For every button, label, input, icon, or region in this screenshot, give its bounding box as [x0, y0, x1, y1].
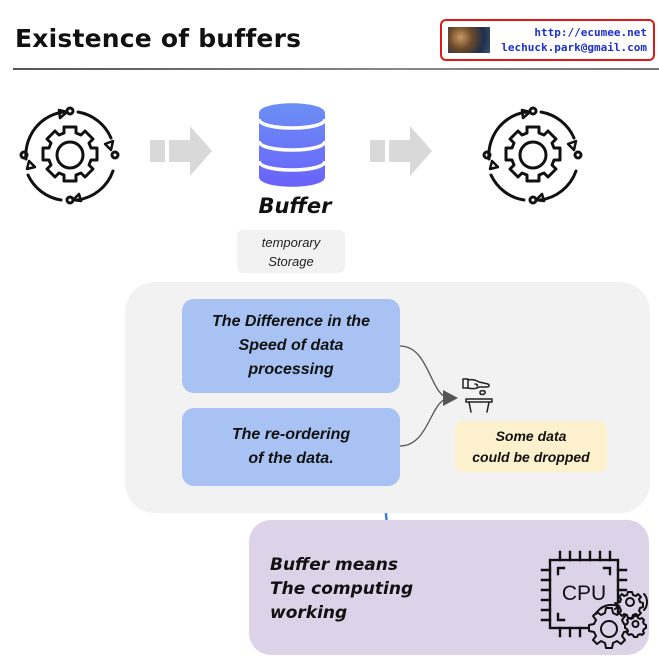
title-divider: [13, 68, 659, 70]
source-process-gear-icon: [15, 103, 125, 217]
connector-speed: [399, 345, 451, 399]
outcome-line1: Some data: [495, 428, 567, 444]
author-thumbnail: [448, 27, 490, 53]
reason-speed-difference: The Difference in the Speed of data proc…: [182, 299, 400, 393]
page-title: Existence of buffers: [15, 24, 302, 53]
target-process-gear-icon: [478, 103, 588, 217]
reason-line: Speed of data: [238, 337, 344, 354]
right-arrow-icon: [150, 124, 212, 180]
reason-line: of the data.: [248, 450, 334, 467]
buffer-label: Buffer: [258, 194, 332, 218]
outcome-note: Some data could be dropped: [455, 421, 607, 472]
connector-reorder: [399, 397, 451, 447]
reason-line: processing: [248, 361, 334, 378]
summary-text: Buffer means The computing working: [270, 555, 414, 623]
cpu-label: CPU: [562, 582, 606, 605]
contact-url[interactable]: http://ecumee.net: [534, 26, 647, 39]
buffer-caption-line1: temporary: [261, 235, 321, 250]
outcome-line2: could be dropped: [472, 449, 590, 465]
connector-arrowhead: [443, 390, 458, 406]
drop-in-trash-icon: [462, 378, 496, 418]
contact-email[interactable]: lechuck.park@gmail.com: [501, 41, 647, 54]
right-arrow-icon: [370, 124, 432, 180]
cpu-with-gears-icon: CPU: [538, 548, 650, 652]
summary-panel: [249, 520, 649, 655]
buffer-caption: temporary Storage: [237, 230, 345, 273]
database-icon: [257, 103, 327, 191]
contact-badge: http://ecumee.net lechuck.park@gmail.com: [440, 19, 655, 61]
reason-line: The re-ordering: [231, 426, 351, 443]
buffer-caption-line2: Storage: [268, 254, 314, 269]
reason-reordering: The re-ordering of the data.: [182, 408, 400, 486]
reason-line: The Difference in the: [212, 313, 370, 330]
